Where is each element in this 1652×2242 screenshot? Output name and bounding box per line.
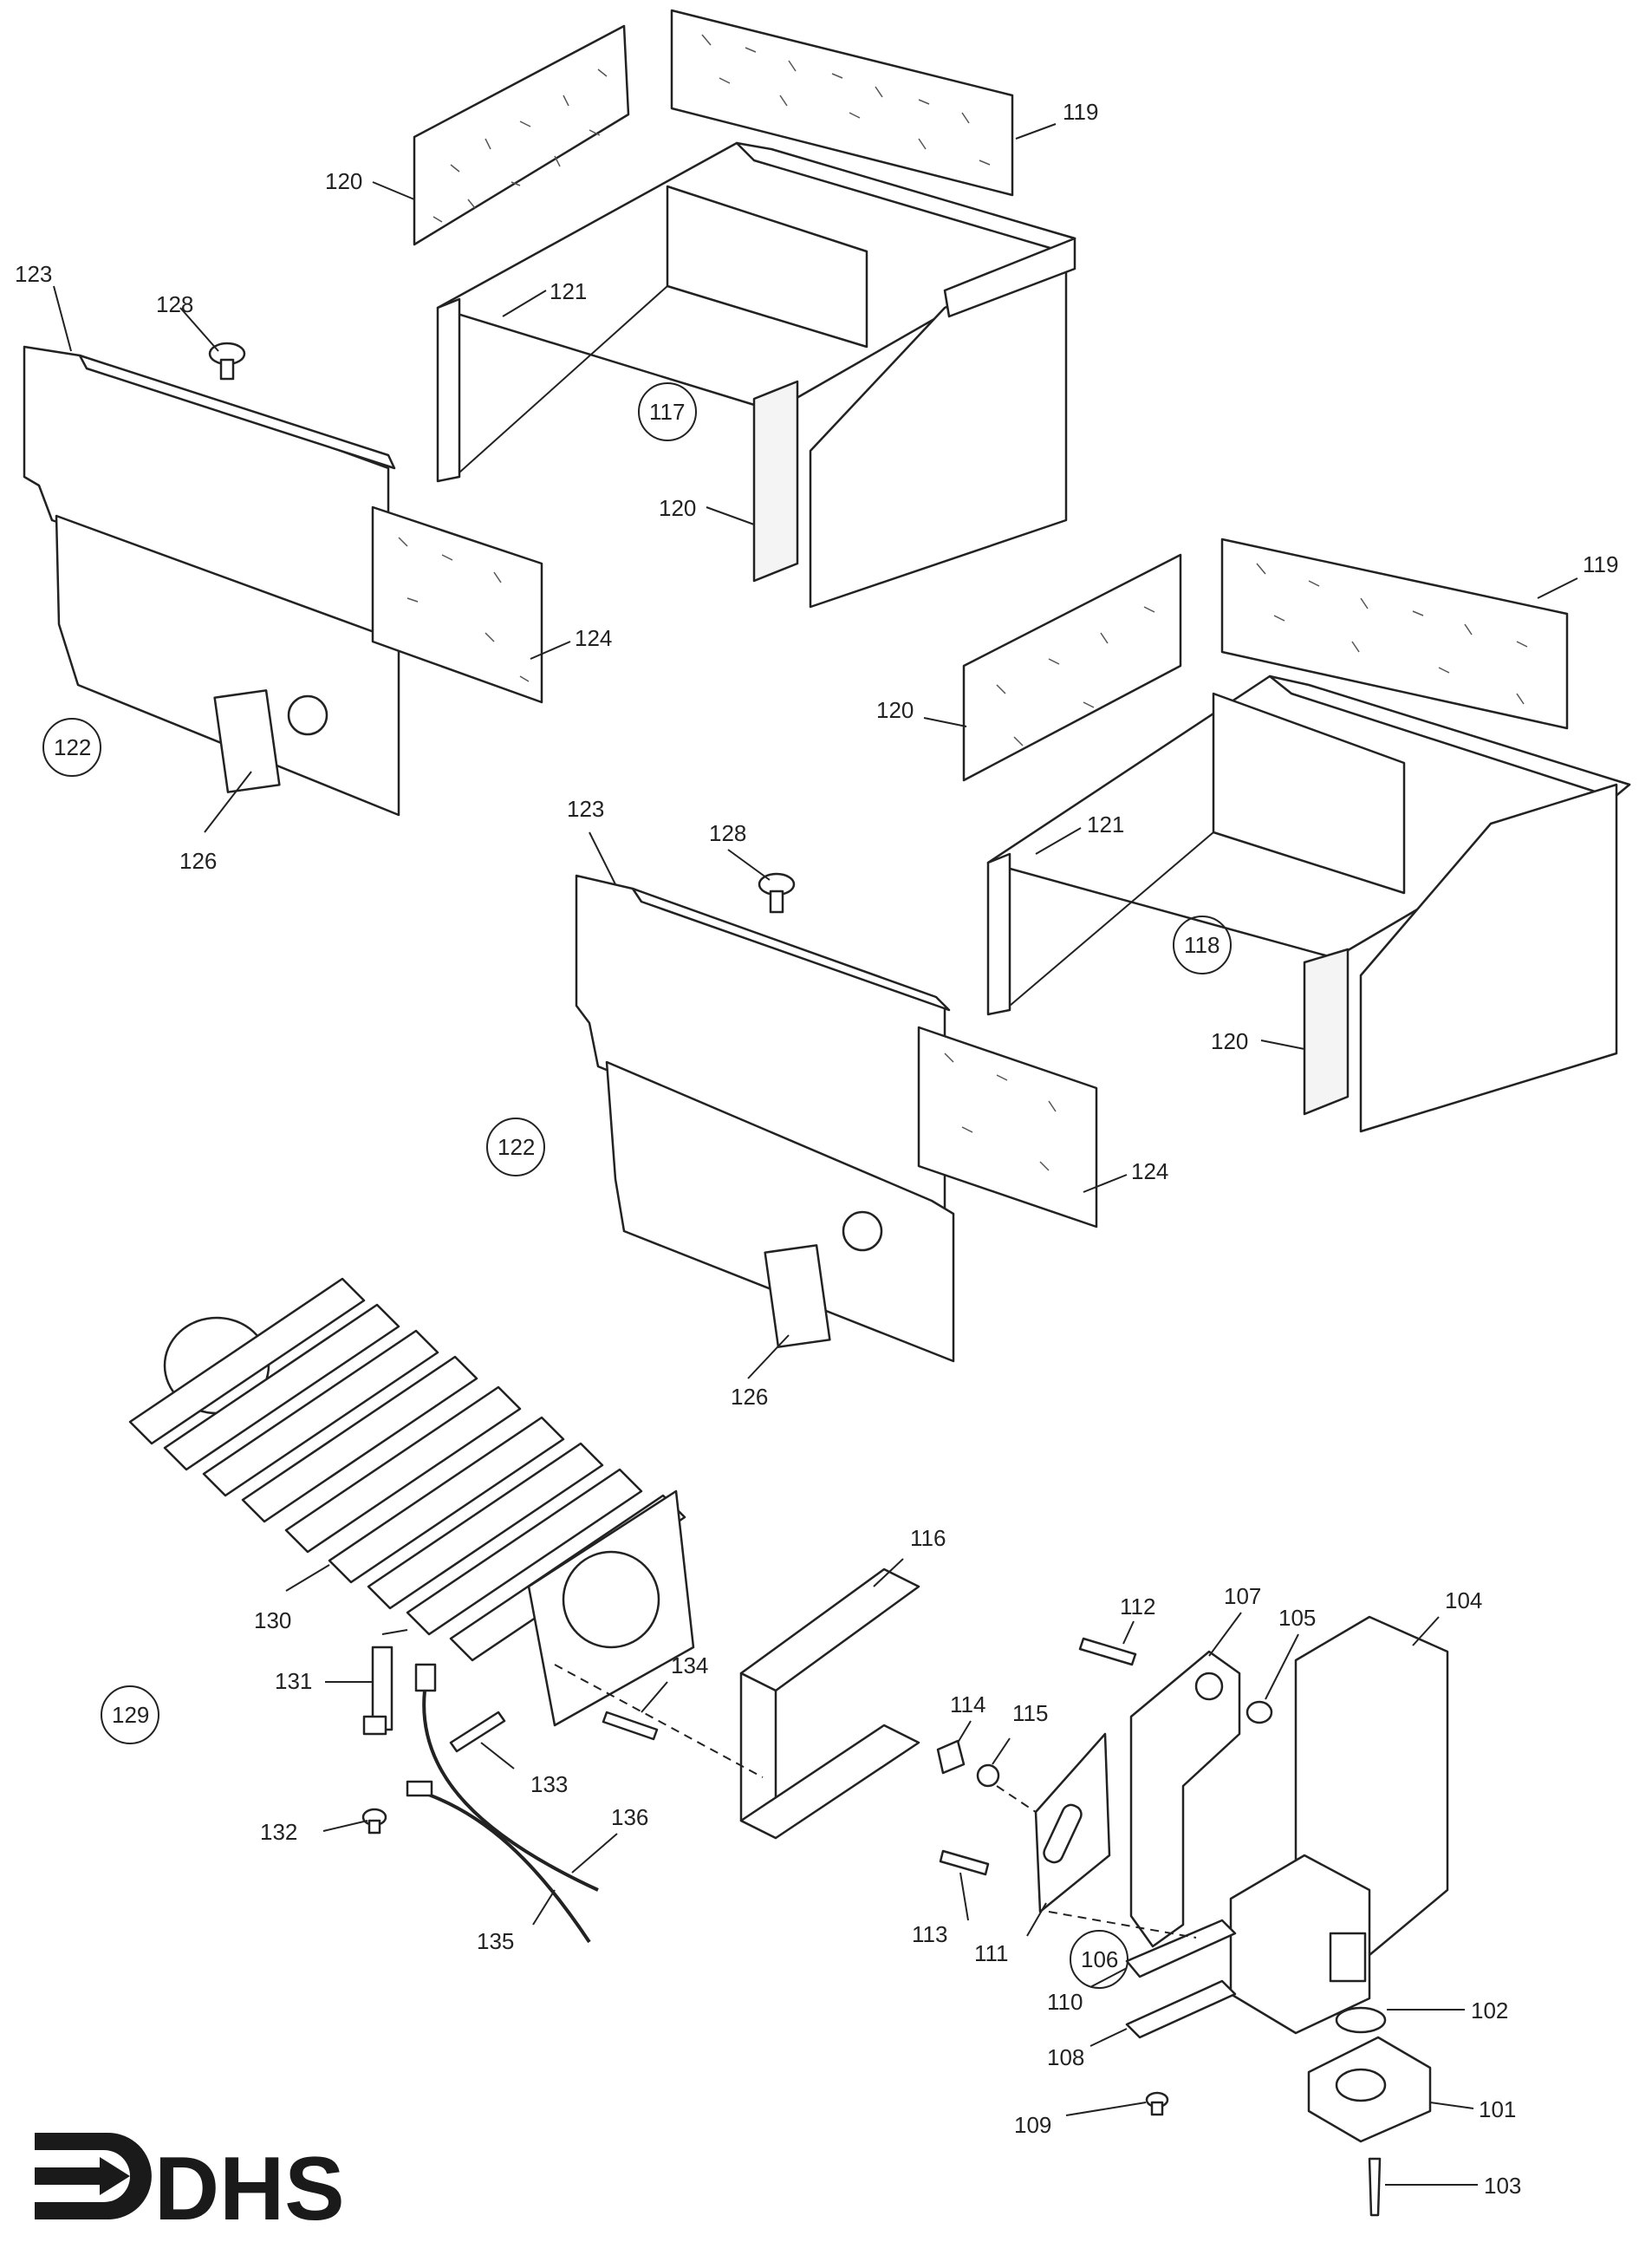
- screw-103: [1368, 2157, 1382, 2217]
- lead-135-136: [406, 1663, 599, 1944]
- callout-123: 123: [15, 261, 52, 287]
- callout-113: 113: [912, 1921, 947, 1947]
- callout-120: 120: [659, 495, 696, 521]
- front-panel-122-center: [575, 874, 955, 1363]
- circle-callouts: [42, 382, 1232, 1989]
- front-panel-122-left: [23, 345, 478, 817]
- callout-126: 126: [731, 1384, 768, 1410]
- manifold-107: [1129, 1650, 1241, 1948]
- callout-103: 103: [1484, 2173, 1521, 2199]
- callout-122: 122: [54, 734, 91, 760]
- callout-102: 102: [1471, 1998, 1508, 2024]
- callout-134: 134: [671, 1652, 708, 1678]
- o-ring-102: [1335, 2006, 1387, 2034]
- callout-labels: 119 120 123 128 121 117 120 124 122 126 …: [15, 99, 1618, 2199]
- callout-130: 130: [254, 1607, 291, 1633]
- electrode-131: [362, 1629, 408, 1736]
- callout-101: 101: [1479, 2096, 1516, 2122]
- callout-122: 122: [498, 1134, 535, 1160]
- insulation-panel-124-center: [917, 1026, 1098, 1229]
- screw-109: [1145, 2091, 1169, 2116]
- callout-120: 120: [325, 168, 362, 194]
- bracket-116: [739, 1567, 920, 1840]
- gasket-110: [1125, 1919, 1237, 1978]
- callout-112: 112: [1120, 1594, 1155, 1620]
- callout-105: 105: [1278, 1605, 1316, 1631]
- callout-124: 124: [1131, 1158, 1168, 1184]
- screw-128-center: [758, 872, 796, 914]
- callout-109: 109: [1014, 2112, 1051, 2138]
- dhs-logo: DHS: [35, 2133, 345, 2239]
- burner-assembly-130: [128, 1277, 695, 1727]
- screw-133: [449, 1711, 506, 1753]
- screw-113: [939, 1849, 990, 1876]
- callout-119: 119: [1063, 99, 1098, 125]
- gas-valve-104: [1229, 1615, 1449, 2035]
- callout-135: 135: [477, 1928, 514, 1954]
- insulation-panel-119-right: [1220, 538, 1569, 730]
- callout-123: 123: [567, 796, 604, 822]
- screw-112: [1078, 1637, 1137, 1666]
- callout-110: 110: [1047, 1989, 1083, 2015]
- insulation-panel-120-top: [413, 24, 630, 246]
- logo-text: DHS: [154, 2139, 345, 2239]
- callout-131: 131: [275, 1668, 312, 1694]
- callout-107: 107: [1224, 1583, 1261, 1609]
- combustion-chamber-118: [986, 675, 1631, 1133]
- callout-111: 111: [974, 1940, 1009, 1966]
- leader-lines: [53, 123, 1578, 2186]
- callout-116: 116: [910, 1525, 946, 1551]
- plate-111: [1034, 1732, 1111, 1913]
- callout-121: 121: [1087, 811, 1124, 837]
- callout-129: 129: [112, 1702, 149, 1728]
- callout-120: 120: [876, 697, 914, 723]
- nut-114: [936, 1739, 966, 1775]
- plate-108: [1125, 1979, 1237, 2039]
- callout-119: 119: [1583, 551, 1618, 577]
- callout-128: 128: [709, 820, 746, 846]
- callout-104: 104: [1445, 1587, 1482, 1613]
- callout-132: 132: [260, 1819, 297, 1845]
- insulation-panel-124-left: [371, 505, 543, 704]
- combustion-chamber-117: [436, 141, 1076, 609]
- callout-126: 126: [179, 848, 217, 874]
- insulation-panel-120-right: [962, 553, 1182, 782]
- insulation-panel-119-top: [670, 9, 1014, 197]
- callout-128: 128: [156, 291, 193, 317]
- callout-117: 117: [649, 399, 685, 425]
- callout-108: 108: [1047, 2044, 1084, 2070]
- screw-132: [361, 1808, 387, 1835]
- screw-134: [602, 1711, 659, 1741]
- inlet-101: [1307, 2036, 1432, 2143]
- callout-120: 120: [1211, 1028, 1248, 1054]
- callout-121: 121: [550, 278, 587, 304]
- callout-133: 133: [530, 1771, 568, 1797]
- washer-115: [976, 1763, 1000, 1788]
- callout-124: 124: [575, 625, 612, 651]
- screw-128-top: [208, 342, 246, 381]
- callout-115: 115: [1012, 1700, 1048, 1726]
- o-ring-105: [1246, 1700, 1273, 1724]
- callout-136: 136: [611, 1804, 648, 1830]
- callout-118: 118: [1184, 932, 1219, 958]
- callout-114: 114: [950, 1691, 985, 1717]
- callout-106: 106: [1081, 1946, 1118, 1972]
